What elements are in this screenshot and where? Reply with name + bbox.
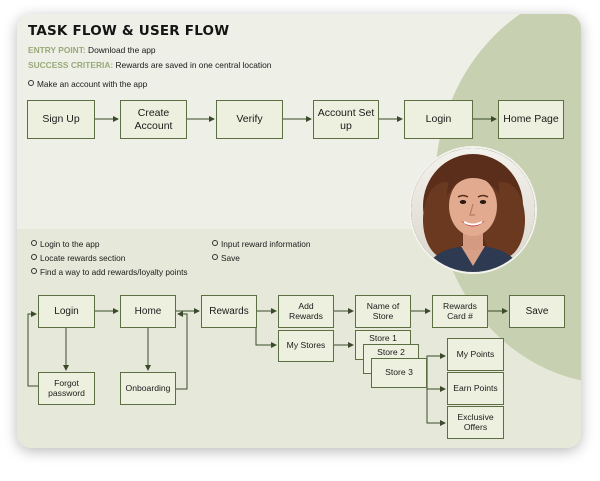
flow-connectors [27,116,508,426]
task-flow-card: TASK FLOW & USER FLOW ENTRY POINT: Downl… [17,14,581,448]
sign-up-node: Sign Up [27,100,95,139]
success-criteria-label: SUCCESS CRITERIA: [28,60,114,70]
save-node: Save [509,295,565,328]
task-text: Input reward information [221,239,311,249]
login-node: Login [38,295,95,328]
rewards-card-node: Rewards Card # [432,295,488,328]
page-title: TASK FLOW & USER FLOW [28,23,230,39]
task-item: Make an account with the app [28,79,147,89]
forgot-password-node: Forgot password [38,372,95,405]
connector-arrow [426,372,446,426]
connector-arrow [255,327,277,348]
bullet-icon [31,268,37,274]
rewards-node: Rewards [201,295,257,328]
bullet-icon [212,254,218,260]
task-text: Find a way to add rewards/loyalty points [40,267,188,277]
user-portrait-icon [409,146,537,274]
task-item: Save [212,253,240,263]
task-item: Locate rewards section [31,253,125,263]
connector-arrow [176,311,188,390]
verify-node: Verify [216,100,283,139]
task-text: Make an account with the app [37,79,148,89]
bullet-icon [31,254,37,260]
connector-arrow [27,311,38,387]
bullet-icon [28,80,34,86]
home-page-node: Home Page [498,100,564,139]
entry-point-label: ENTRY POINT: [28,45,86,55]
store-3-node: Store 3 [371,358,427,388]
account-set-up-node: Account Set up [313,100,379,139]
earn-points-node: Earn Points [447,372,504,405]
add-rewards-node: Add Rewards [278,295,334,328]
entry-point-value: Download the app [88,45,156,55]
create-account-node: Create Account [120,100,187,139]
connector-arrow [426,353,446,372]
login-node: Login [404,100,473,139]
connector-arrow [426,372,446,392]
task-text: Login to the app [40,239,100,249]
exclusive-offers-node: Exclusive Offers [447,406,504,439]
bullet-icon [31,240,37,246]
my-points-node: My Points [447,338,504,371]
task-item: Login to the app [31,239,100,249]
name-of-store-node: Name of Store [355,295,411,328]
success-criteria-value: Rewards are saved in one central locatio… [115,60,272,70]
task-item: Find a way to add rewards/loyalty points [31,267,188,277]
entry-point: ENTRY POINT: Download the app [28,45,156,55]
bullet-icon [212,240,218,246]
my-stores-node: My Stores [278,330,334,362]
home-node: Home [120,295,176,328]
task-text: Save [221,253,240,263]
task-text: Locate rewards section [40,253,126,263]
success-criteria: SUCCESS CRITERIA: Rewards are saved in o… [28,60,271,70]
task-item: Input reward information [212,239,310,249]
onboarding-node: Onboarding [120,372,176,405]
